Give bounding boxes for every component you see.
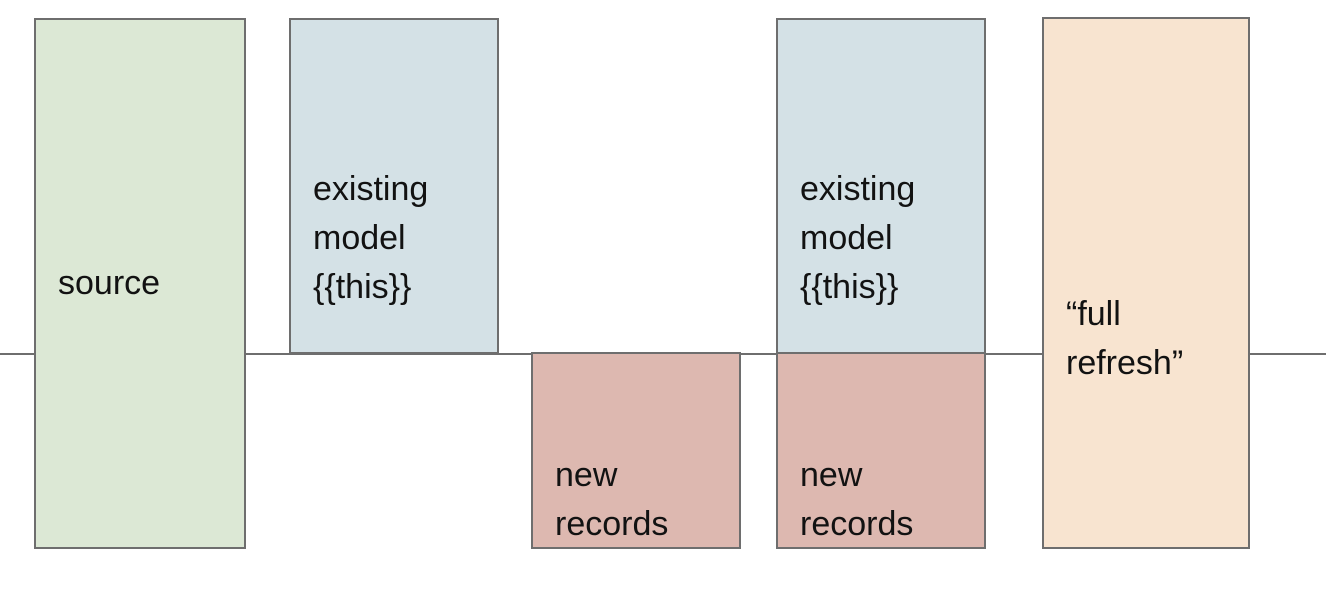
box-new-records-2-label: new records — [800, 456, 914, 543]
box-new-records-1[interactable]: new records — [531, 352, 741, 549]
box-full-refresh[interactable]: “full refresh” — [1042, 17, 1250, 549]
box-existing-model-1-label: existing model {{this}} — [313, 170, 429, 306]
box-source-label: source — [58, 264, 161, 302]
box-new-records-1-label: new records — [555, 456, 669, 543]
box-existing-model-2[interactable]: existing model {{this}} — [776, 18, 986, 354]
box-source[interactable]: source — [34, 18, 246, 549]
box-existing-model-1[interactable]: existing model {{this}} — [289, 18, 499, 354]
box-existing-model-2-label: existing model {{this}} — [800, 170, 916, 306]
box-full-refresh-label: “full refresh” — [1066, 295, 1184, 382]
box-new-records-2[interactable]: new records — [776, 352, 986, 549]
